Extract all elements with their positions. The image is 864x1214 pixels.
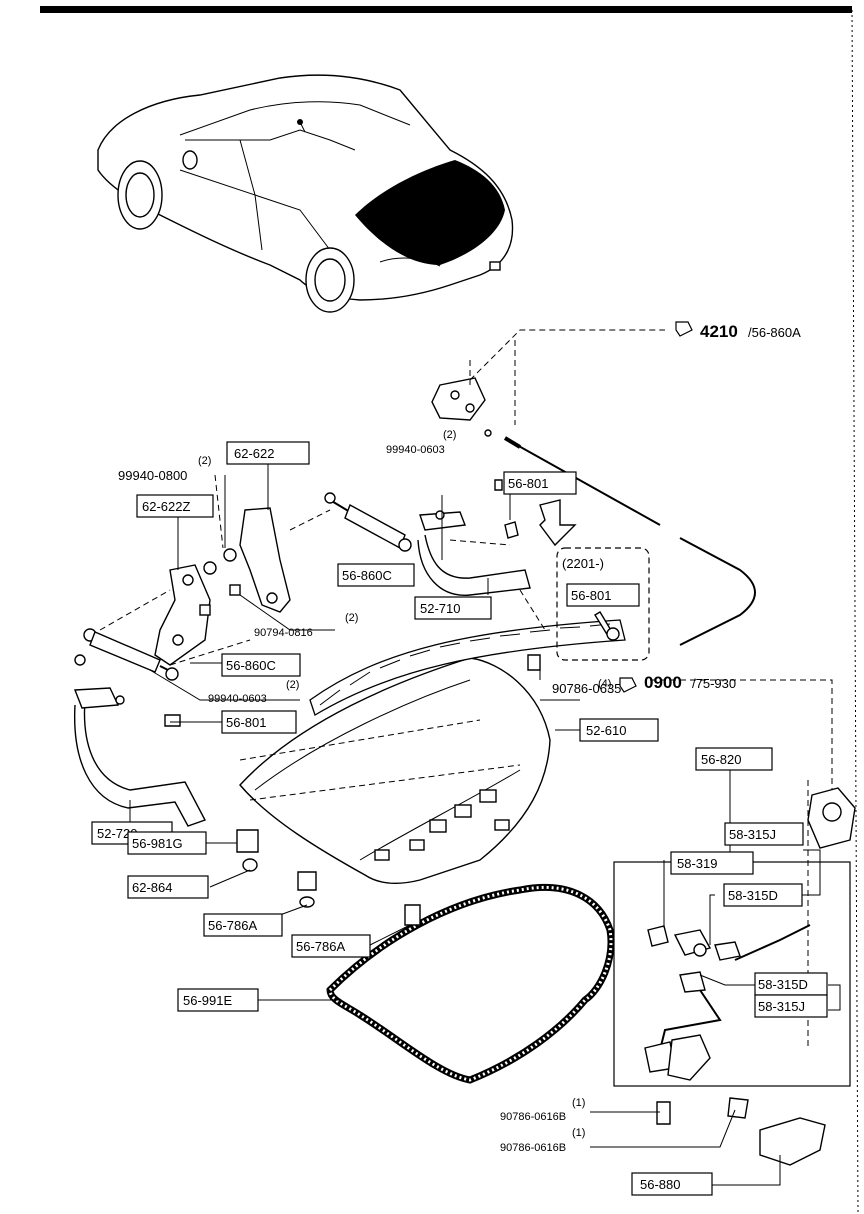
label-56-801-serial: 56-801 (571, 588, 611, 603)
label-58-319: 58-319 (677, 856, 717, 871)
label-90786-0616b-a: 90786-0616B (500, 1111, 566, 1123)
serial-range-group (556, 547, 650, 661)
qty-90794-0816: (2) (345, 612, 358, 624)
reference-hand-icon (675, 321, 693, 337)
box-56-786a-left (203, 913, 283, 937)
label-58-315j-bottom: 58-315J (758, 999, 805, 1014)
label-62-622: 62-622 (234, 446, 274, 461)
box-56-991e (177, 988, 259, 1012)
label-99940-0800: 99940-0800 (118, 468, 187, 483)
leader-lines (99, 329, 841, 1186)
hinge-arm-52-720 (73, 699, 206, 827)
box-62-622 (226, 441, 310, 465)
latch-subassembly (644, 924, 811, 1081)
box-52-710 (414, 596, 492, 620)
label-56-801-bottom: 56-801 (226, 715, 266, 730)
box-56-801-serial (566, 583, 640, 607)
label-99940-0603-bottom: 99940-0603 (208, 693, 267, 705)
box-52-610 (579, 718, 659, 742)
label-52-610: 52-610 (586, 723, 626, 738)
qty-99940-0603-bottom: (2) (286, 679, 299, 691)
ref-4210-suffix: /56-860A (748, 325, 801, 340)
box-58-315j-top (724, 822, 804, 846)
label-56-860c-bottom: 56-860C (226, 658, 276, 673)
label-56-991e: 56-991E (183, 993, 232, 1008)
hinge-seal-strip (309, 619, 626, 716)
lock-cylinder-0900 (807, 787, 856, 849)
label-90786-0635: 90786-0635 (552, 681, 621, 696)
box-56-801-bottom (221, 710, 297, 734)
stop-56-786a-left (297, 871, 317, 891)
label-58-315j-top: 58-315J (729, 827, 776, 842)
gas-strut-lower (83, 628, 179, 681)
release-cable (507, 439, 756, 646)
stop-56-786a-right (404, 904, 421, 926)
bolt-90786-0616b-a (656, 1101, 671, 1125)
ref-0900-qty: (4) (598, 678, 611, 690)
label-56-801-top: 56-801 (508, 476, 548, 491)
ref-4210-number: 4210 (700, 322, 738, 341)
label-56-820: 56-820 (701, 752, 741, 767)
label-56-786a-left: 56-786A (208, 918, 257, 933)
serial-range-label: (2201-) (562, 556, 604, 571)
box-58-315d-top (723, 883, 803, 907)
ref-0900: (4) 0900 /75-930 (598, 673, 736, 693)
reference-hand-icon (619, 677, 637, 693)
top-border-bar (40, 6, 852, 13)
label-58-315d-top: 58-315D (728, 888, 778, 903)
label-99940-0603-top: 99940-0603 (386, 444, 445, 456)
box-56-981g (127, 831, 207, 855)
label-90794-0816: 90794-0816 (254, 627, 313, 639)
ref-4210: 4210 /56-860A (675, 321, 801, 341)
car-illustration (97, 74, 514, 313)
ref-0900-suffix: /75-930 (692, 676, 736, 691)
label-52-720: 52-720 (97, 826, 137, 841)
label-52-710: 52-710 (420, 601, 460, 616)
qty-90786-0616b-b: (1) (572, 1127, 585, 1139)
box-56-860c-bottom (221, 653, 301, 677)
label-56-981g: 56-981G (132, 836, 183, 851)
trunk-lid-highlight (355, 160, 505, 265)
label-56-880: 56-880 (640, 1177, 680, 1192)
hinge-arm-52-710 (417, 534, 531, 596)
label-90786-0616b-b: 90786-0616B (500, 1142, 566, 1154)
label-62-864: 62-864 (132, 880, 172, 895)
pad-56-981g (236, 829, 259, 853)
label-56-786a-right: 56-786A (296, 939, 345, 954)
qty-90786-0616b-a: (1) (572, 1097, 585, 1109)
qty-99940-0800: (2) (198, 455, 211, 467)
trunk-lid-52-610 (239, 657, 551, 884)
grommet-62-864 (242, 858, 258, 872)
label-56-860c-top: 56-860C (342, 568, 392, 583)
label-62-622z: 62-622Z (142, 499, 190, 514)
direction-arrow (539, 499, 577, 547)
striker-56-880 (759, 1117, 826, 1166)
box-58-315j-bottom (754, 994, 828, 1018)
bolt-90786-0616b-b (727, 1097, 749, 1119)
box-56-860c-top (337, 563, 415, 587)
box-56-786a-right (291, 934, 371, 958)
gas-strut-upper (324, 492, 412, 552)
box-58-319 (670, 851, 754, 875)
label-58-315d-bottom: 58-315D (758, 977, 808, 992)
trunk-weatherstrip (326, 883, 615, 1084)
left-hinge-assembly (154, 507, 291, 666)
right-scan-edge (851, 9, 859, 1214)
qty-99940-0603-top: (2) (443, 429, 456, 441)
box-56-820-label (695, 747, 773, 771)
box-62-622z (136, 494, 214, 518)
box-62-864 (127, 875, 209, 899)
box-56-801-top (503, 471, 577, 495)
box-56-880 (631, 1172, 713, 1196)
ref-0900-number: 0900 (644, 673, 682, 692)
